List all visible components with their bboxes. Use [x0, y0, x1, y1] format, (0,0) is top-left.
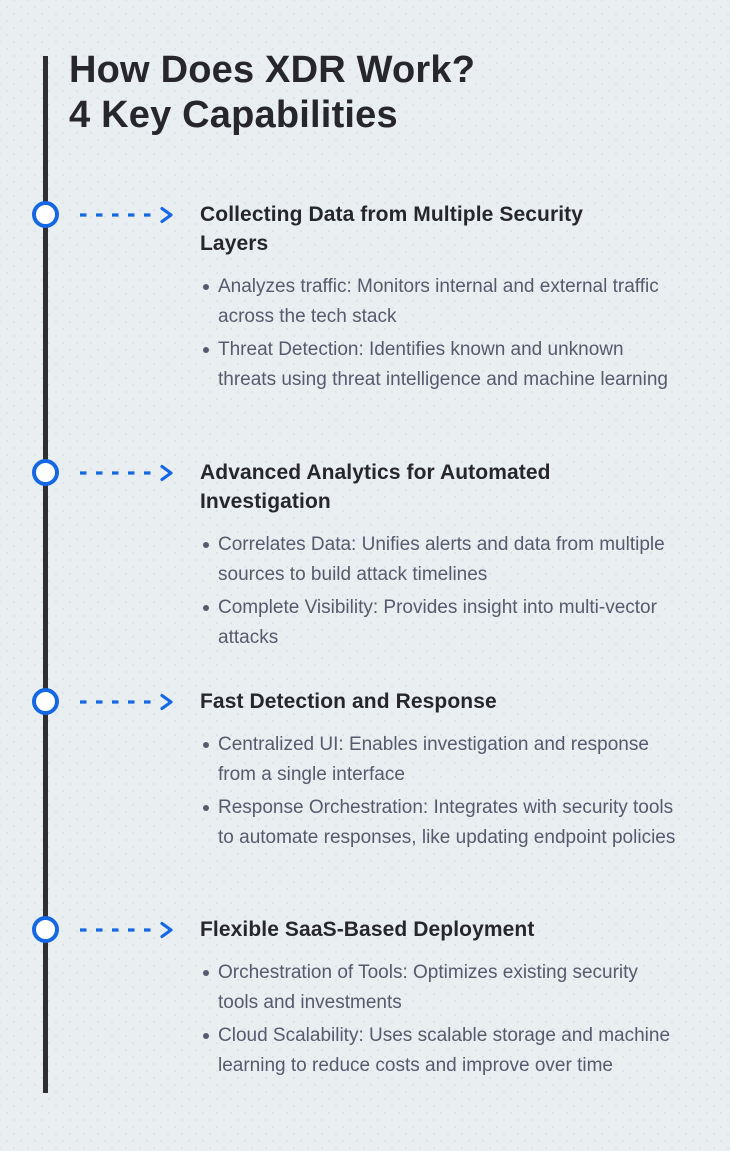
list-item: Orchestration of Tools: Optimizes existi… — [200, 958, 678, 1018]
bullet-list: Analyzes traffic: Monitors internal and … — [200, 272, 680, 395]
timeline-node-circle-icon — [32, 916, 59, 943]
timeline-node-circle-icon — [32, 201, 59, 228]
list-item: Centralized UI: Enables investigation an… — [200, 730, 678, 790]
bullet-dot-icon — [203, 970, 209, 976]
bullet-list: Orchestration of Tools: Optimizes existi… — [200, 958, 680, 1081]
list-item: Cloud Scalability: Uses scalable storage… — [200, 1021, 678, 1081]
bullet-text: Threat Detection: Identifies known and u… — [218, 339, 668, 390]
bullet-list: Correlates Data: Unifies alerts and data… — [200, 530, 680, 653]
bullet-text: Orchestration of Tools: Optimizes existi… — [218, 962, 638, 1013]
list-item: Complete Visibility: Provides insight in… — [200, 593, 678, 653]
capability-section-4: Flexible SaaS-Based Deployment Orchestra… — [0, 915, 730, 1084]
bullet-text: Response Orchestration: Integrates with … — [218, 797, 676, 848]
timeline-vertical-line — [43, 56, 48, 1093]
list-item: Threat Detection: Identifies known and u… — [200, 335, 678, 395]
dashed-arrow-right-icon — [80, 464, 173, 482]
bullet-dot-icon — [203, 542, 209, 548]
page-title-line2: 4 Key Capabilities — [69, 94, 398, 136]
bullet-dot-icon — [203, 805, 209, 811]
capability-section-2: Advanced Analytics for Automated Investi… — [0, 458, 730, 656]
timeline-node-circle-icon — [32, 688, 59, 715]
bullet-dot-icon — [203, 1033, 209, 1039]
timeline-node-circle-icon — [32, 459, 59, 486]
section-heading: Fast Detection and Response — [200, 690, 497, 713]
bullet-dot-icon — [203, 284, 209, 290]
capability-section-1: Collecting Data from Multiple Security L… — [0, 200, 730, 398]
dashed-arrow-right-icon — [80, 693, 173, 711]
bullet-dot-icon — [203, 605, 209, 611]
page-title-line1: How Does XDR Work? — [69, 49, 476, 91]
bullet-list: Centralized UI: Enables investigation an… — [200, 730, 680, 853]
bullet-dot-icon — [203, 347, 209, 353]
section-heading: Flexible SaaS-Based Deployment — [200, 918, 535, 941]
bullet-dot-icon — [203, 742, 209, 748]
page-title: How Does XDR Work?4 Key Capabilities — [69, 48, 629, 138]
capability-section-3: Fast Detection and Response Centralized … — [0, 687, 730, 856]
dashed-arrow-right-icon — [80, 921, 173, 939]
bullet-text: Centralized UI: Enables investigation an… — [218, 734, 649, 785]
section-heading: Collecting Data from Multiple Security L… — [200, 203, 584, 255]
dashed-arrow-right-icon — [80, 206, 173, 224]
bullet-text: Correlates Data: Unifies alerts and data… — [218, 534, 665, 585]
bullet-text: Cloud Scalability: Uses scalable storage… — [218, 1025, 671, 1076]
list-item: Correlates Data: Unifies alerts and data… — [200, 530, 678, 590]
section-heading: Advanced Analytics for Automated Investi… — [200, 461, 551, 513]
bullet-text: Complete Visibility: Provides insight in… — [218, 597, 657, 648]
list-item: Response Orchestration: Integrates with … — [200, 793, 678, 853]
bullet-text: Analyzes traffic: Monitors internal and … — [218, 276, 659, 327]
list-item: Analyzes traffic: Monitors internal and … — [200, 272, 678, 332]
